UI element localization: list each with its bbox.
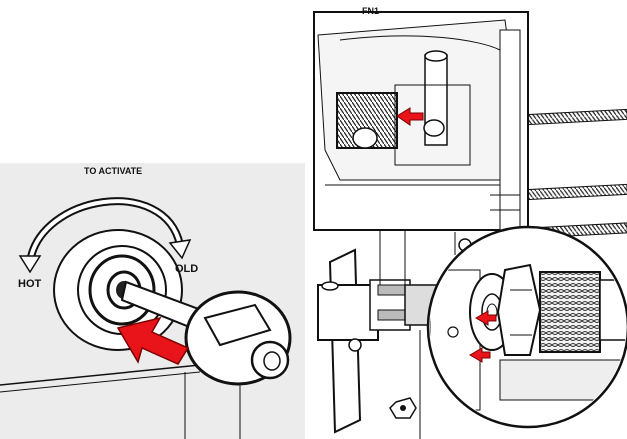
escutcheon-plate xyxy=(53,229,183,351)
red-arrow-icon xyxy=(475,310,497,326)
label-cold: OLD xyxy=(175,263,198,275)
left-faucet-panel: TO ACTIVATE HOT OLD xyxy=(0,163,305,439)
valve-assembly xyxy=(317,108,627,439)
red-arrow-icon xyxy=(396,107,424,126)
label-hot: HOT xyxy=(18,278,42,290)
top-label: FN1 xyxy=(362,6,379,16)
label-to-activate: TO ACTIVATE xyxy=(84,166,142,176)
red-arrow-icon xyxy=(469,347,491,363)
red-arrow-icon xyxy=(116,316,190,365)
rotation-arrow-icon xyxy=(18,197,192,274)
detail-inset-top: FN1 xyxy=(313,6,529,231)
detail-magnifier-circle xyxy=(426,225,627,429)
hex-bolt xyxy=(389,397,417,419)
faucet-handle-lever xyxy=(120,280,292,386)
